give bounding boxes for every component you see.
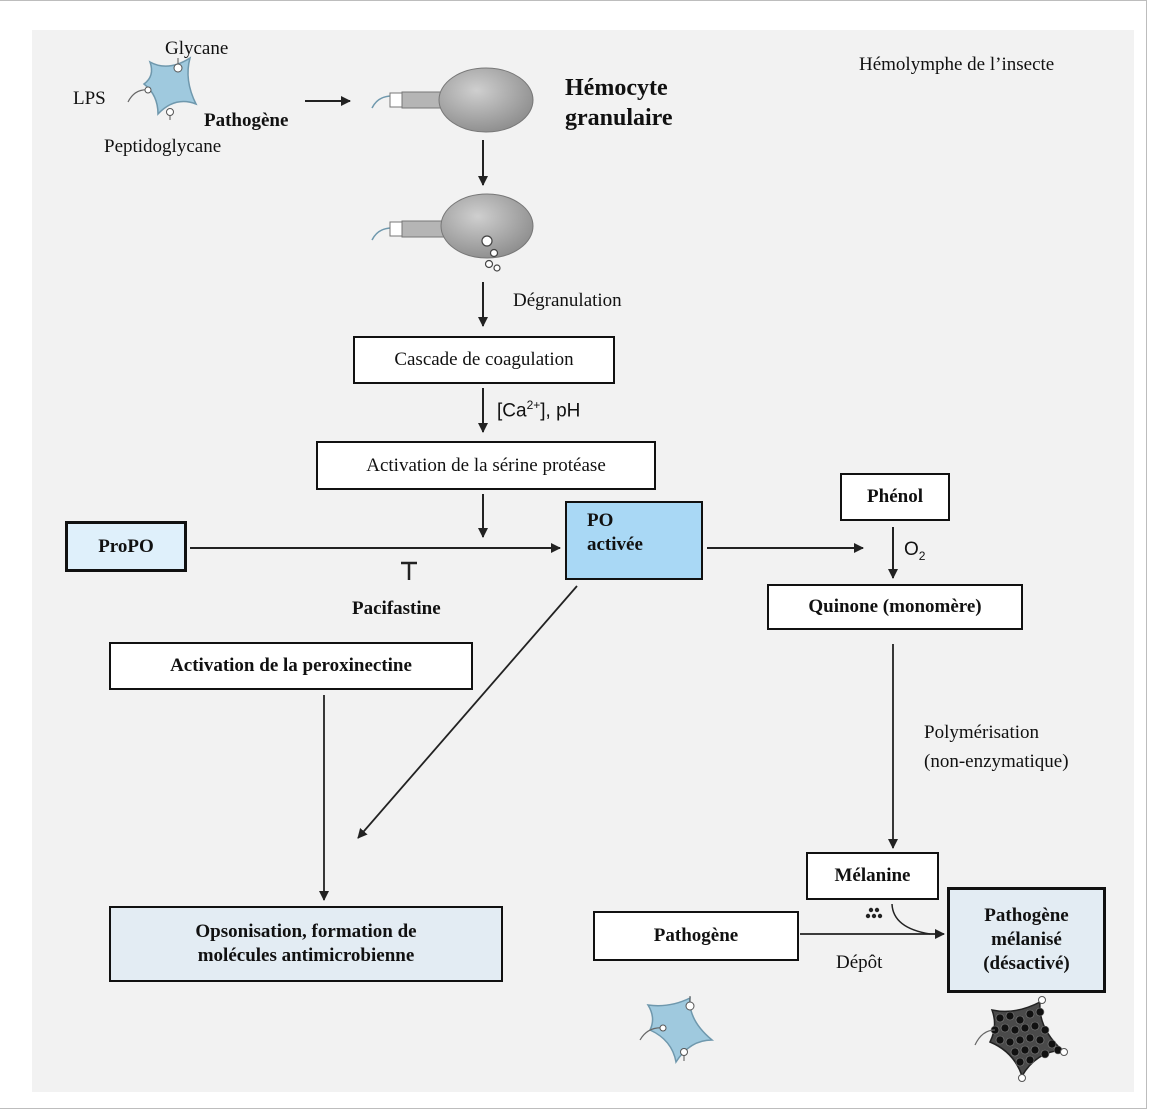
degranulation-label: Dégranulation [513, 290, 622, 311]
coagulation-cascade-box: Cascade de coagulation [353, 336, 615, 384]
hemocyte-icon [371, 67, 534, 133]
propo-box: ProPO [65, 521, 187, 572]
arrow-po-to-opsonisation [357, 585, 578, 839]
pacifastine-label: Pacifastine [352, 598, 441, 619]
polymerisation-label-line1: Polymérisation [924, 722, 1040, 743]
glycan-label: Glycane [165, 38, 229, 59]
melanized-pathogen-box: Pathogène mélanisé (désactivé) [947, 887, 1106, 993]
pathogen-cell-icon [127, 56, 198, 120]
opsonisation-line1: Opsonisation, formation de [195, 921, 417, 943]
calcium-prefix: [Ca [497, 400, 527, 422]
pathogen-box: Pathogène [593, 911, 799, 961]
calcium-ph-label: [Ca2+], pH [497, 398, 580, 422]
melanized-pathogen-icon [974, 996, 1068, 1082]
melanin-granules-icon [865, 907, 883, 919]
melanine-box: Mélanine [806, 852, 939, 900]
opsonisation-line2: molécules antimicrobienne [197, 945, 415, 966]
serine-protease-box: Activation de la sérine protéase [316, 441, 656, 490]
polymerisation-label-line2: (non-enzymatique) [924, 751, 1069, 772]
melanized-line1: Pathogène [984, 905, 1069, 927]
melanized-line2: mélanisé [991, 929, 1062, 951]
peroxinectine-box: Activation de la peroxinectine [109, 642, 473, 690]
po-label-line1: PO [587, 510, 614, 531]
opsonisation-box: Opsonisation, formation de molécules ant… [109, 906, 503, 982]
oxygen-label: O2 [904, 539, 925, 563]
melanized-line3: (désactivé) [983, 952, 1070, 974]
activated-po-box: PO activée [565, 501, 703, 580]
inhibition-icon [401, 561, 417, 580]
pathogen-bottom-icon [639, 996, 715, 1065]
peptidoglycan-label: Peptidoglycane [104, 136, 222, 157]
oxygen-main: O [904, 539, 919, 560]
lps-label: LPS [73, 88, 106, 109]
degranulating-hemocyte-icon [371, 193, 534, 272]
deposit-label: Dépôt [836, 952, 883, 973]
oxygen-sub: 2 [918, 548, 926, 563]
region-label: Hémolymphe de l’insecte [859, 54, 1055, 75]
phenol-box: Phénol [840, 473, 950, 521]
calcium-charge: 2+ [526, 398, 541, 412]
hemocyte-title-line2: granulaire [565, 105, 673, 131]
melanin-deposit-curve [891, 903, 931, 935]
hemocyte-title: Hémocyte granulaire [565, 73, 673, 133]
pathogen-label: Pathogène [204, 110, 289, 131]
hemocyte-title-line1: Hémocyte [565, 75, 668, 101]
po-label-line2: activée [587, 533, 643, 555]
calcium-suffix: ], pH [540, 400, 581, 422]
quinone-box: Quinone (monomère) [767, 584, 1023, 630]
